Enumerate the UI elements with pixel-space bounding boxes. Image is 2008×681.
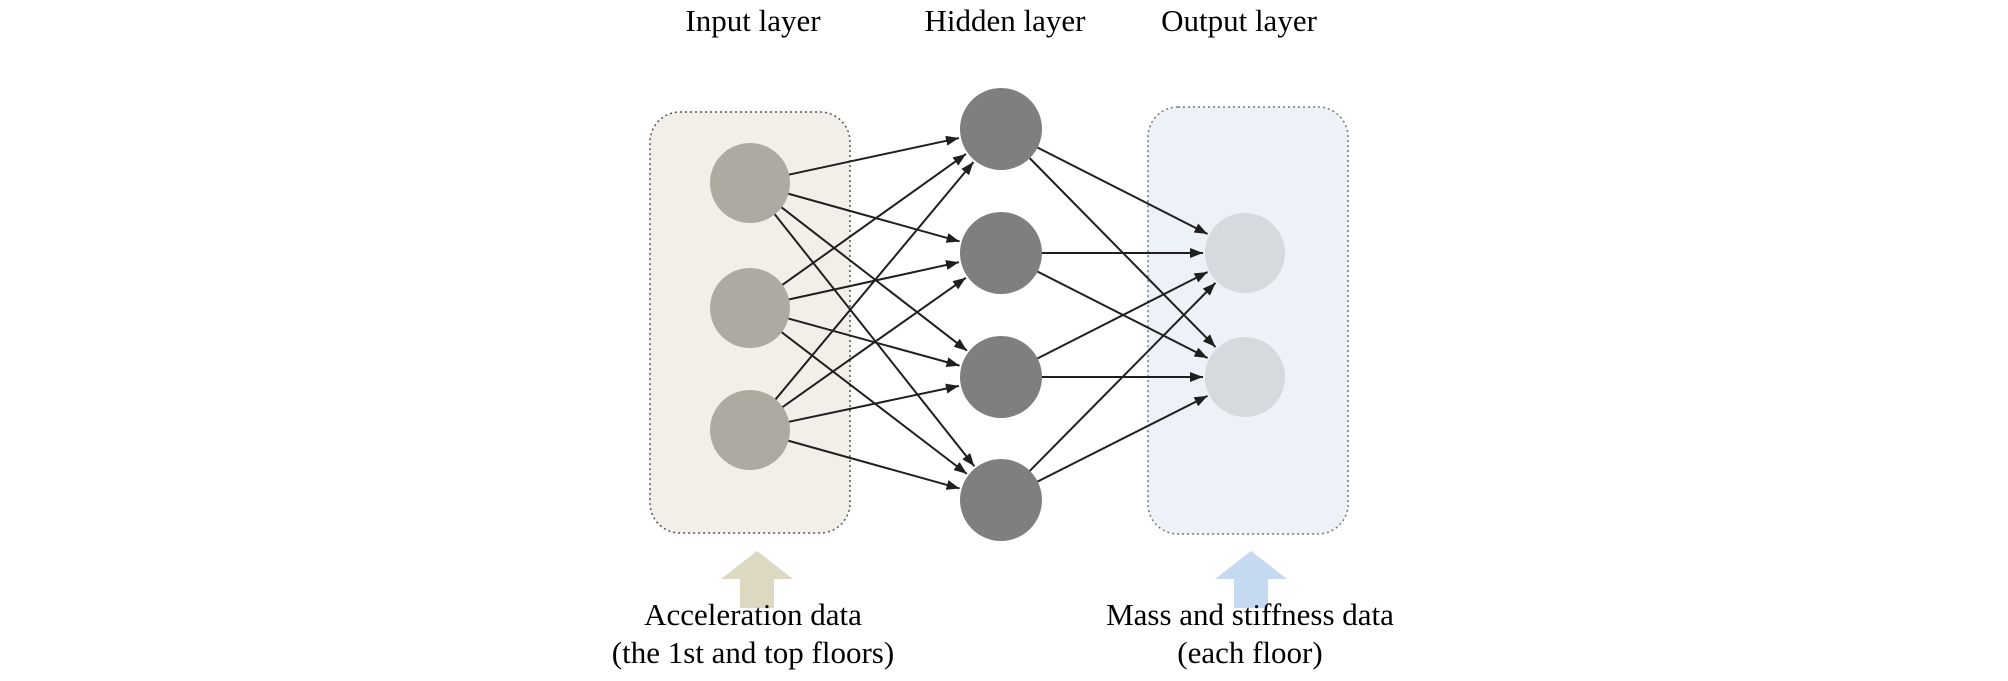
- hidden-to-output-edge: [1036, 395, 1208, 483]
- hidden-to-output-edge: [1028, 282, 1217, 473]
- input-to-hidden-edge: [774, 161, 975, 401]
- output-node-2: [1205, 337, 1285, 417]
- hidden-node-3: [960, 336, 1042, 418]
- hidden-node-4: [960, 459, 1042, 541]
- output-block-arrow: [1215, 551, 1287, 608]
- hidden-to-output-edge: [1036, 146, 1209, 235]
- output-caption-line2: (each floor): [1177, 635, 1323, 670]
- input-to-hidden-edge: [781, 276, 967, 409]
- input-layer-title: Input layer: [685, 3, 821, 38]
- input-node-1: [710, 143, 790, 223]
- output-layer-box: [1147, 106, 1349, 535]
- output-caption: Mass and stiffness data (each floor): [1106, 596, 1394, 672]
- hidden-to-output-edge: [1036, 271, 1209, 360]
- input-to-hidden-edge: [787, 383, 960, 423]
- input-to-hidden-edge: [787, 439, 960, 490]
- output-node-1: [1205, 213, 1285, 293]
- input-block-arrow: [721, 551, 793, 608]
- input-node-3: [710, 390, 790, 470]
- input-to-hidden-edge: [773, 212, 976, 467]
- hidden-node-1: [960, 88, 1042, 170]
- input-node-2: [710, 268, 790, 348]
- output-caption-line1: Mass and stiffness data: [1106, 597, 1394, 632]
- hidden-layer-title: Hidden layer: [924, 3, 1086, 38]
- hidden-node-2: [960, 212, 1042, 294]
- input-caption-line1: Acceleration data: [644, 597, 862, 632]
- input-to-hidden-edge: [781, 153, 967, 287]
- output-layer-title: Output layer: [1161, 3, 1317, 38]
- input-caption-line2: (the 1st and top floors): [611, 635, 895, 670]
- input-to-hidden-edge: [787, 192, 960, 243]
- input-to-hidden-edge: [787, 135, 960, 176]
- input-to-hidden-edge: [780, 206, 968, 352]
- input-caption: Acceleration data (the 1st and top floor…: [612, 596, 894, 672]
